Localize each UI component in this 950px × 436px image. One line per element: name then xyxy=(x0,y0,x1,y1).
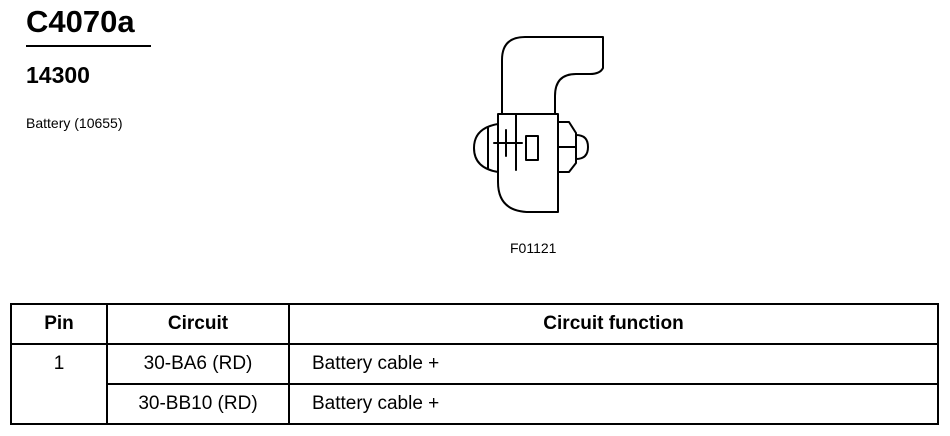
figure-code: F01121 xyxy=(510,240,557,256)
column-header-circuit-function: Circuit function xyxy=(288,303,939,345)
circuit-function-cell: Battery cable + xyxy=(288,383,939,425)
pin-number-cell: 1 xyxy=(10,343,108,425)
table-row: 30-BB10 (RD) Battery cable + xyxy=(11,383,939,425)
table-header-row: Pin Circuit Circuit function xyxy=(10,303,939,345)
pin-table: Pin Circuit Circuit function 1 30-BA6 (R… xyxy=(10,303,939,425)
column-header-circuit: Circuit xyxy=(106,303,290,345)
battery-terminal-connector-icon xyxy=(473,36,604,213)
circuit-function-cell: Battery cable + xyxy=(288,343,939,385)
circuit-cell: 30-BB10 (RD) xyxy=(106,383,290,425)
part-number: 14300 xyxy=(26,62,90,88)
connector-id: C4070a xyxy=(26,4,135,39)
connector-description: Battery (10655) xyxy=(26,115,123,131)
table-row: 1 30-BA6 (RD) Battery cable + xyxy=(10,343,939,425)
circuit-cell: 30-BA6 (RD) xyxy=(106,343,290,385)
title-underline xyxy=(26,45,151,47)
column-header-pin: Pin xyxy=(10,303,108,345)
